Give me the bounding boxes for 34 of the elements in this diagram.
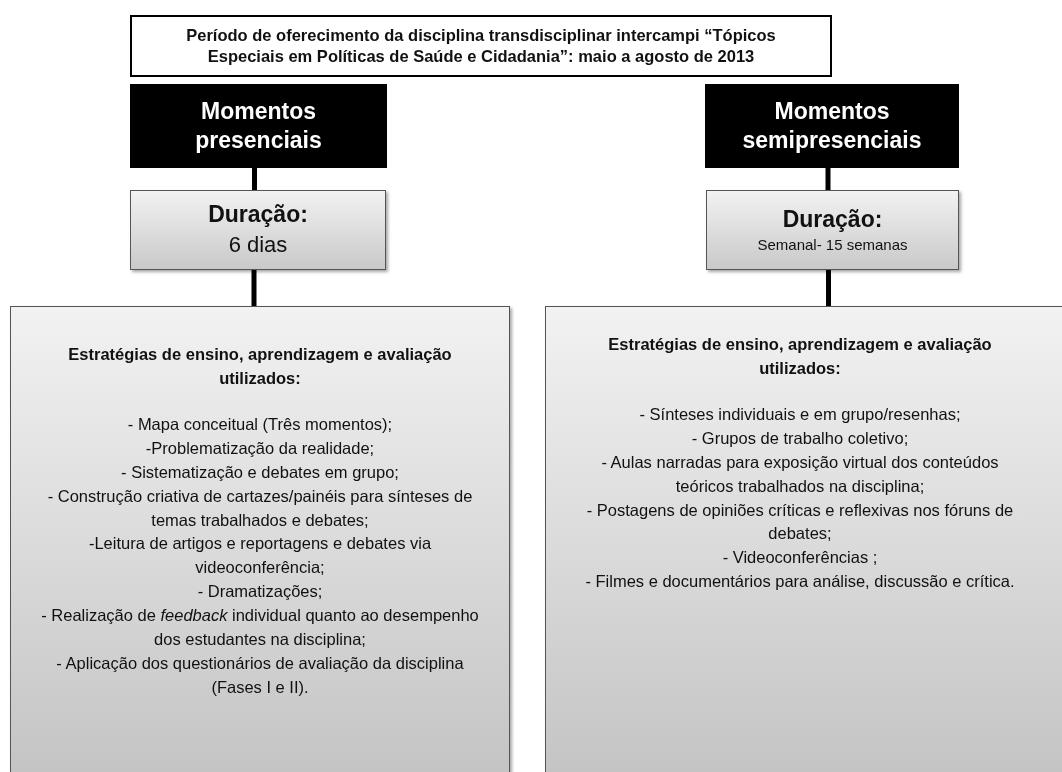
strategy-item: - Realização de feedback individual quanto ao desempenho dos estudantes na disciplina; — [41, 605, 479, 651]
duration-heading: Duração: — [208, 200, 308, 230]
strategy-item: -Problematização da realidade; — [145, 437, 375, 459]
strategy-item: - Dramatizações; — [197, 581, 323, 603]
strategy-item: - Aplicação dos questionários de avaliação da disciplina (Fases I e II). — [55, 653, 465, 698]
header-box — [705, 84, 959, 168]
strategy-item: - Postagens de opiniões críticas e reflexivas nos fóruns de debates; — [585, 499, 1015, 545]
duration-heading: Duração: — [782, 204, 883, 234]
strategy-item: - Aulas narradas para exposição virtual dos conteúdos teóricos trabalhados na disciplina; — [600, 451, 1000, 497]
connector-line — [825, 168, 831, 190]
strategy-item: - Filmes e documentários para análise, discussão e crítica. — [585, 571, 1015, 593]
duration-box — [706, 190, 959, 270]
strategy-item: - Grupos de trabalho coletivo; — [691, 427, 909, 449]
strategies-heading: Estratégias de ensino, aprendizagem e avaliação utilizados: — [607, 334, 993, 379]
strategy-item: -Leitura de artigos e reportagens e debates via videoconferência; — [87, 533, 433, 579]
strategies-box — [545, 306, 1062, 772]
strategies-box — [10, 306, 510, 772]
strategy-item: - Mapa conceitual (Três momentos); — [127, 413, 393, 435]
duration-value: 6 dias — [228, 231, 288, 260]
header-text: Momentos presenciais — [194, 97, 323, 155]
connector-line — [251, 270, 257, 306]
duration-box — [130, 190, 386, 270]
strategy-item: - Sistematização e debates em grupo; — [121, 461, 399, 483]
connector-line — [826, 270, 831, 306]
duration-value: Semanal- 15 semanas — [757, 234, 908, 255]
connector-line — [252, 168, 257, 190]
strategy-item: - Sínteses individuais e em grupo/resenhas; — [639, 403, 961, 425]
header-box — [130, 84, 387, 168]
strategies-heading: Estratégias de ensino, aprendizagem e avaliação utilizados: — [67, 344, 453, 389]
title-box — [130, 15, 832, 77]
title-text: Período de oferecimento da disciplina transdisciplinar intercampi “Tópicos Especiais em Políticas de Saúde e Cidadania”: maio a agosto de 2013 — [185, 24, 777, 67]
strategy-item: - Videoconferências ; — [722, 547, 878, 569]
strategy-item: - Construção criativa de cartazes/painéis para sínteses de temas trabalhados e debates; — [46, 485, 474, 531]
header-text: Momentos semipresenciais — [741, 97, 923, 155]
